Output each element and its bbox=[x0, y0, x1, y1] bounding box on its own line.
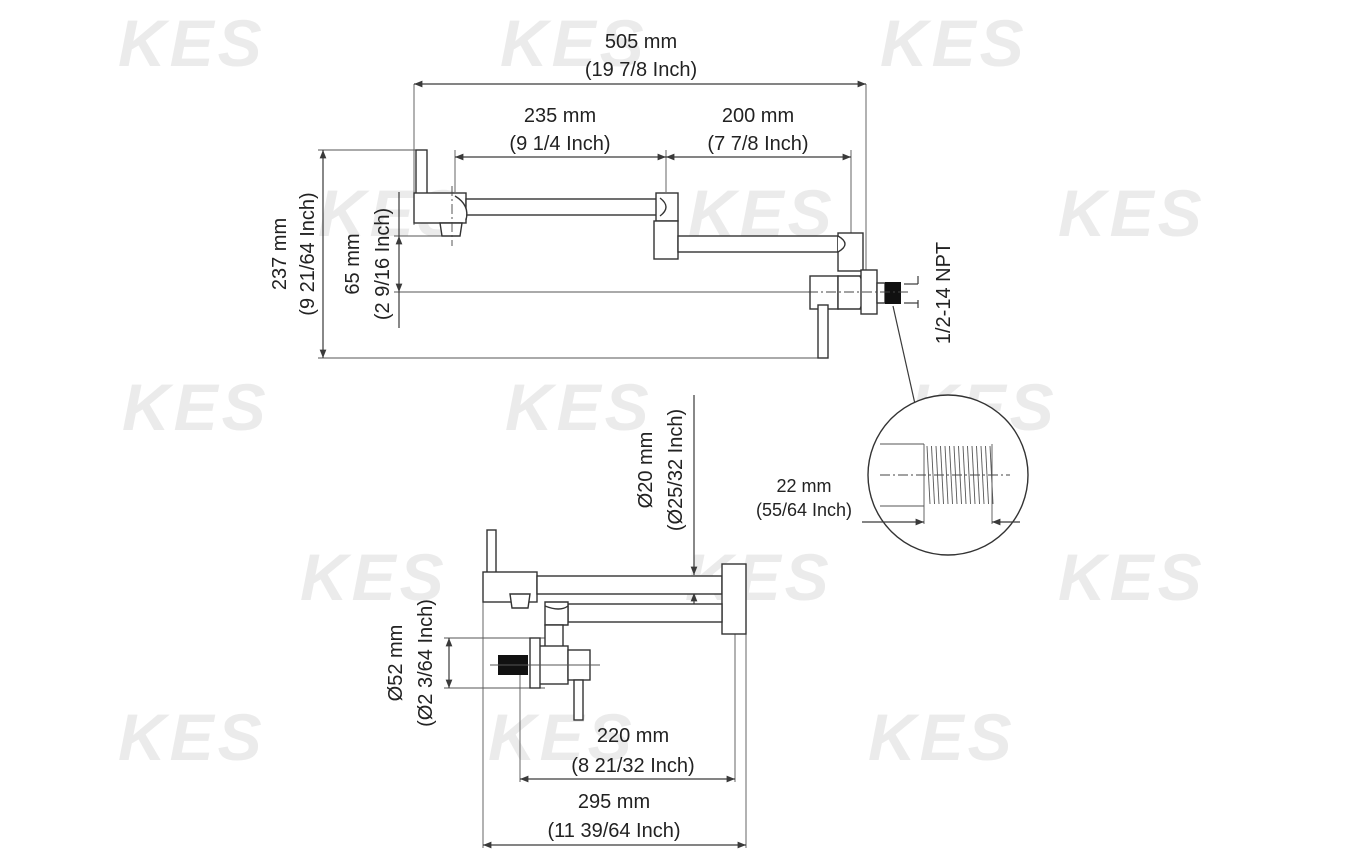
middle-joint-top bbox=[655, 192, 679, 222]
thread-line bbox=[980, 445, 985, 505]
watermark: KES bbox=[1058, 540, 1206, 614]
detail-leader bbox=[892, 305, 916, 405]
thread-neck bbox=[876, 282, 886, 304]
flange-diameter-mm: Ø52 mm bbox=[385, 625, 407, 702]
thread-line bbox=[926, 445, 931, 505]
second-arm-pipe bbox=[677, 235, 839, 253]
elbow-joint bbox=[544, 601, 569, 626]
thread-line bbox=[931, 445, 935, 505]
second-arm-inch: (7 7/8 Inch) bbox=[707, 133, 808, 155]
thread-line bbox=[989, 445, 994, 505]
valve-handle bbox=[573, 679, 584, 721]
joint-curve bbox=[837, 235, 846, 253]
spout-height-mm: 65 mm bbox=[342, 233, 364, 294]
overall-length-mm: 505 mm bbox=[605, 31, 677, 53]
first-arm-mm: 235 mm bbox=[524, 105, 596, 127]
thread-spec-label: 1/2-14 NPT bbox=[933, 242, 955, 344]
folded-depth-inch: (11 39/64 Inch) bbox=[547, 820, 680, 842]
folded-reach-inch: (8 21/32 Inch) bbox=[571, 755, 694, 777]
thread-line bbox=[976, 445, 980, 505]
watermark: KES bbox=[122, 370, 270, 444]
thread-line bbox=[958, 445, 962, 505]
watermark-layer: KES KES KES KES KES KES KES KES KES KES … bbox=[118, 6, 1206, 774]
watermark: KES bbox=[1058, 176, 1206, 250]
watermark: KES bbox=[880, 6, 1028, 80]
watermark: KES bbox=[300, 540, 448, 614]
thread-line bbox=[949, 445, 953, 505]
first-arm-pipe bbox=[465, 198, 661, 216]
first-arm-pipe bbox=[536, 575, 723, 595]
middle-joint bbox=[653, 220, 679, 260]
spout-height-inch: (2 9/16 Inch) bbox=[372, 208, 394, 320]
npt-thread-block bbox=[885, 282, 901, 304]
thread-line bbox=[944, 445, 949, 505]
watermark: KES bbox=[868, 700, 1016, 774]
valve-handle bbox=[817, 304, 829, 359]
pipe-diameter-inch: (Ø25/32 Inch) bbox=[665, 409, 687, 531]
watermark: KES bbox=[118, 6, 266, 80]
second-arm-pipe bbox=[567, 603, 723, 623]
thread-line bbox=[985, 445, 989, 505]
thread-line bbox=[962, 445, 967, 505]
total-height-inch: (9 21/64 Inch) bbox=[297, 192, 319, 315]
handle-lever bbox=[486, 529, 497, 575]
pipe-diameter-mm: Ø20 mm bbox=[635, 432, 657, 509]
watermark: KES bbox=[500, 6, 648, 80]
top-view: 505 mm (19 7/8 Inch) 235 mm (9 1/4 Inch)… bbox=[269, 31, 955, 405]
second-arm-mm: 200 mm bbox=[722, 105, 794, 127]
watermark: KES bbox=[488, 700, 636, 774]
watermark: KES bbox=[118, 700, 266, 774]
overall-length-inch: (19 7/8 Inch) bbox=[585, 59, 697, 81]
joint-curve bbox=[454, 195, 468, 221]
thread-line bbox=[967, 445, 971, 505]
joint-curve bbox=[544, 605, 569, 610]
watermark: KES bbox=[505, 370, 653, 444]
joint-curve bbox=[659, 197, 667, 217]
thread-line bbox=[935, 445, 940, 505]
shutoff-valve bbox=[809, 275, 839, 310]
side-view: Ø20 mm (Ø25/32 Inch) Ø52 mm (Ø2 3/64 Inc… bbox=[385, 395, 747, 849]
aerator bbox=[439, 222, 463, 237]
thread-line bbox=[953, 445, 958, 505]
thread-line bbox=[971, 445, 976, 505]
wall-flange bbox=[529, 637, 541, 689]
flange-diameter-inch: (Ø2 3/64 Inch) bbox=[415, 599, 437, 727]
first-arm-inch: (9 1/4 Inch) bbox=[509, 133, 610, 155]
thread-pattern bbox=[926, 445, 994, 505]
thread-detail: 22 mm (55/64 Inch) bbox=[756, 394, 1029, 556]
thread-length-inch: (55/64 Inch) bbox=[756, 500, 852, 520]
folded-reach-mm: 220 mm bbox=[597, 725, 669, 747]
thread-line bbox=[940, 445, 944, 505]
thread-length-mm: 22 mm bbox=[776, 476, 831, 496]
folded-depth-mm: 295 mm bbox=[578, 791, 650, 813]
handle-lever bbox=[415, 149, 428, 197]
aerator bbox=[509, 593, 531, 609]
valve-body bbox=[837, 275, 865, 310]
total-height-mm: 237 mm bbox=[269, 218, 291, 290]
middle-joint bbox=[721, 563, 747, 635]
